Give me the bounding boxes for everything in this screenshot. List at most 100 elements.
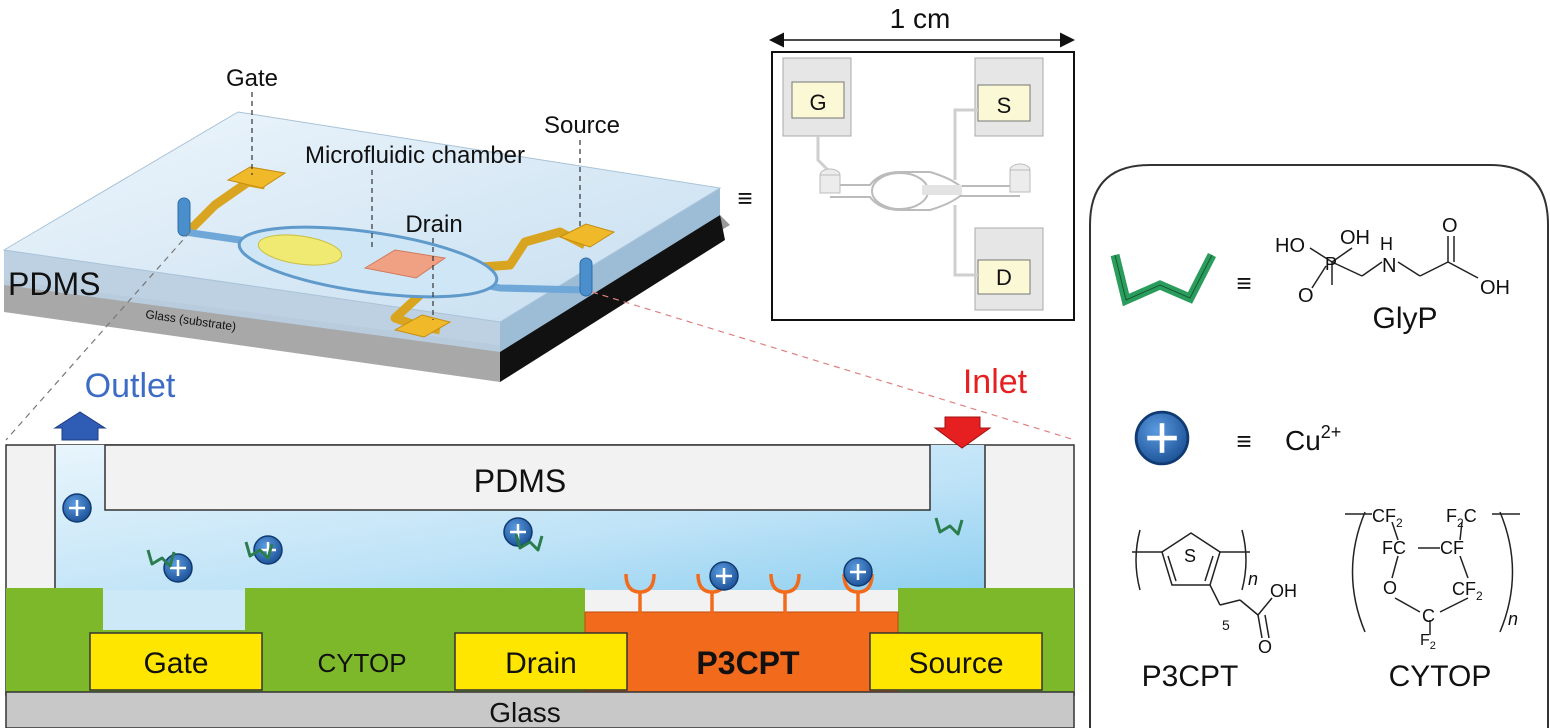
glyp-ho: HO [1275,235,1305,257]
gate-opening [103,590,245,635]
p3cpt-n: n [1248,569,1258,589]
gate-label: Gate [226,65,278,92]
photo-port-right [1009,169,1031,193]
inlet-pillar [579,257,593,297]
glyp-o1: O [1298,285,1314,307]
cytop-left [6,588,103,635]
photo-equiv-sign: ≡ [737,183,752,213]
pad-g [791,81,845,119]
cu-label: Cu2+ [1285,422,1341,456]
cu-ion-symbol [1136,412,1188,464]
glyp-oh2: OH [1480,277,1510,299]
photo-channel-top [830,171,1020,187]
p3cpt-five: 5 [1222,617,1230,633]
p3cpt-s: S [1184,546,1196,566]
pdms-label: PDMS [8,266,100,302]
glass-side-face [500,215,725,382]
drain-electrode-label: Drain [505,647,577,680]
cu-equiv-sign: ≡ [1236,426,1251,456]
photo-channel-bottom [830,195,1020,211]
cytop-middle [245,588,585,635]
photo-trace-s [953,108,978,180]
pad-s [977,84,1031,122]
pdms-block [104,444,931,511]
glyp-equiv-sign: ≡ [1236,268,1251,298]
pdms-section-label: PDMS [474,463,566,499]
pad-d [977,259,1031,295]
source-electrode-label: Source [908,647,1003,680]
p3cpt-section-label: P3CPT [696,645,800,681]
glyp-h: H [1380,234,1393,254]
cytop-f2: F2 [1420,632,1436,652]
inlet-arrow [933,416,992,449]
glyp-structure [1309,236,1479,289]
photo-port-left [819,174,841,194]
cu-ion-1 [61,492,93,524]
drain-electrode-area [363,249,447,279]
cytop-f2c: F2C [1446,506,1477,530]
glass-layer [5,691,1075,728]
glyp-name: GlyP [1372,302,1437,335]
cu-charge: 2+ [1321,422,1342,442]
glyp-oh: OH [1340,227,1370,249]
photo-trace-g [816,136,832,174]
pdms-top-face [2,111,722,323]
cu-ion-5 [708,560,740,592]
pad-g-label: G [809,90,826,115]
p3cpt-o: O [1258,637,1272,657]
cytop-name: CYTOP [1389,660,1492,693]
cross-section: PDMS Gate CYTOP Drain P3CPT Source Glass [5,363,1075,728]
p3cpt-layer [584,611,899,693]
cu-ion-6 [842,556,874,588]
glass-section-label: Glass [489,697,561,728]
drain-label: Drain [405,211,462,238]
pdms-side-face [500,188,720,352]
outlet-arrow [53,411,107,441]
glass-substrate [4,285,500,382]
cytop-section-label: CYTOP [317,648,406,678]
cytop-cf2-2: CF2 [1452,579,1483,603]
cytop-n: n [1508,609,1518,629]
cytop-c: C [1422,606,1435,626]
microfluidic-chamber-label: Microfluidic chamber [305,142,525,169]
glyp-p: P [1325,254,1337,274]
source-electrode [869,632,1043,691]
drain-pad [393,314,452,338]
cytop-fc: FC [1382,538,1406,558]
legend-frame [1089,164,1549,728]
glyp-symbol-outline [1114,254,1213,301]
cytop-structure [1345,511,1520,635]
glyp-o2: O [1442,215,1458,237]
drain-electrode [454,632,628,691]
gate-electrode-area [257,234,343,266]
source-label: Source [544,112,620,139]
pad-d-label: D [996,265,1012,290]
outlet-pillar [177,197,191,237]
gate-electrode-label: Gate [143,647,208,680]
zoom-line-right [591,291,1076,441]
device-3d-view: Gate Microfluidic chamber Source Drain P… [2,65,730,382]
cytop-o: O [1383,578,1397,598]
p3cpt-oh: OH [1270,581,1297,601]
outlet-label: Outlet [85,367,176,405]
gate-pad [226,166,287,189]
zoom-line-left [5,231,191,441]
cytop-right [898,588,1074,635]
cytop-cf: CF [1440,538,1464,558]
inlet-label: Inlet [963,363,1028,401]
legend-panel: ≡ HO OH P O H N O OH GlyP ≡ Cu2+ [1089,164,1549,728]
device-photo: 1 cm ≡ G S D [737,3,1075,321]
photo-channel-fill [922,185,962,195]
cu-symbol: Cu [1285,425,1321,456]
cytop-cf2-1: CF2 [1372,506,1403,530]
photo-trace-d [953,205,978,277]
source-pad [558,223,616,248]
p3cpt-name: P3CPT [1142,660,1239,693]
pad-s-label: S [997,93,1012,118]
cu-ion-2 [162,552,194,584]
scale-label: 1 cm [890,3,951,34]
p3cpt-structure [1132,529,1273,639]
glyp-n: N [1382,255,1396,277]
gate-electrode [89,632,263,691]
